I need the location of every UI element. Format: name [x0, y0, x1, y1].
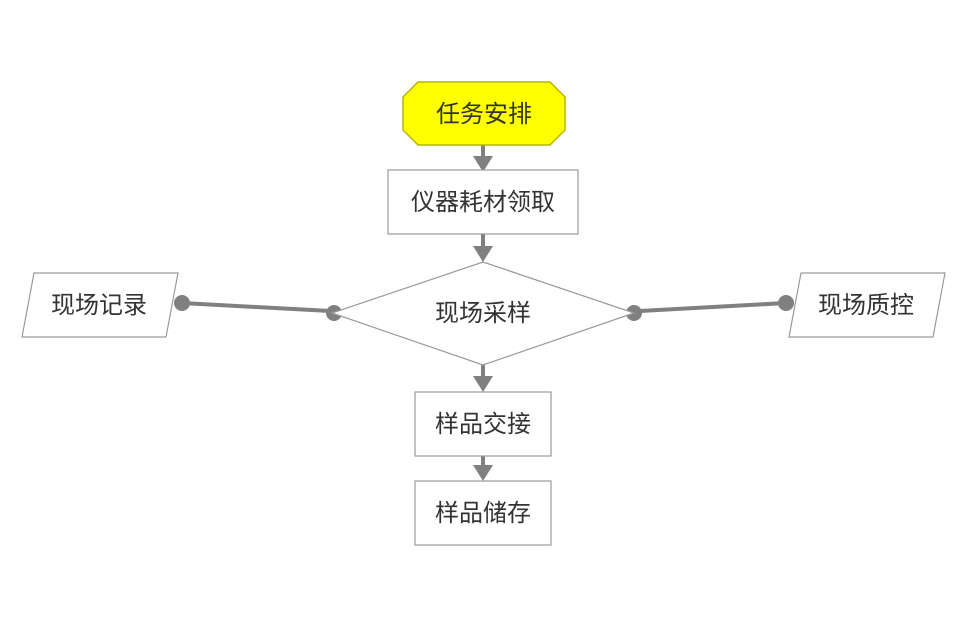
connector-sampling-to-qc: [626, 295, 794, 321]
node-field-sampling[interactable]: 现场采样: [330, 261, 636, 366]
node-sample-storage-label: 样品储存: [435, 499, 531, 527]
node-field-record[interactable]: 现场记录: [21, 272, 179, 338]
connector-sampling-to-handover: [473, 365, 493, 392]
node-sample-handover-label: 样品交接: [435, 410, 531, 438]
node-sample-handover[interactable]: 样品交接: [414, 391, 552, 457]
node-field-qc[interactable]: 现场质控: [788, 272, 946, 338]
connector-handover-to-storage: [473, 456, 493, 481]
node-field-sampling-label: 现场采样: [435, 299, 531, 327]
node-equipment-pickup[interactable]: 仪器耗材领取: [387, 169, 579, 235]
node-task-arrangement-label: 任务安排: [436, 100, 532, 128]
node-sample-storage[interactable]: 样品储存: [414, 480, 552, 546]
connector-sampling-to-record: [174, 295, 342, 321]
connector-task-to-pickup: [473, 145, 493, 172]
connector-pickup-to-sampling: [473, 234, 493, 262]
node-equipment-pickup-label: 仪器耗材领取: [411, 188, 555, 216]
node-task-arrangement[interactable]: 任务安排: [402, 81, 566, 146]
node-field-record-label: 现场记录: [51, 291, 147, 319]
node-field-qc-label: 现场质控: [818, 291, 914, 319]
